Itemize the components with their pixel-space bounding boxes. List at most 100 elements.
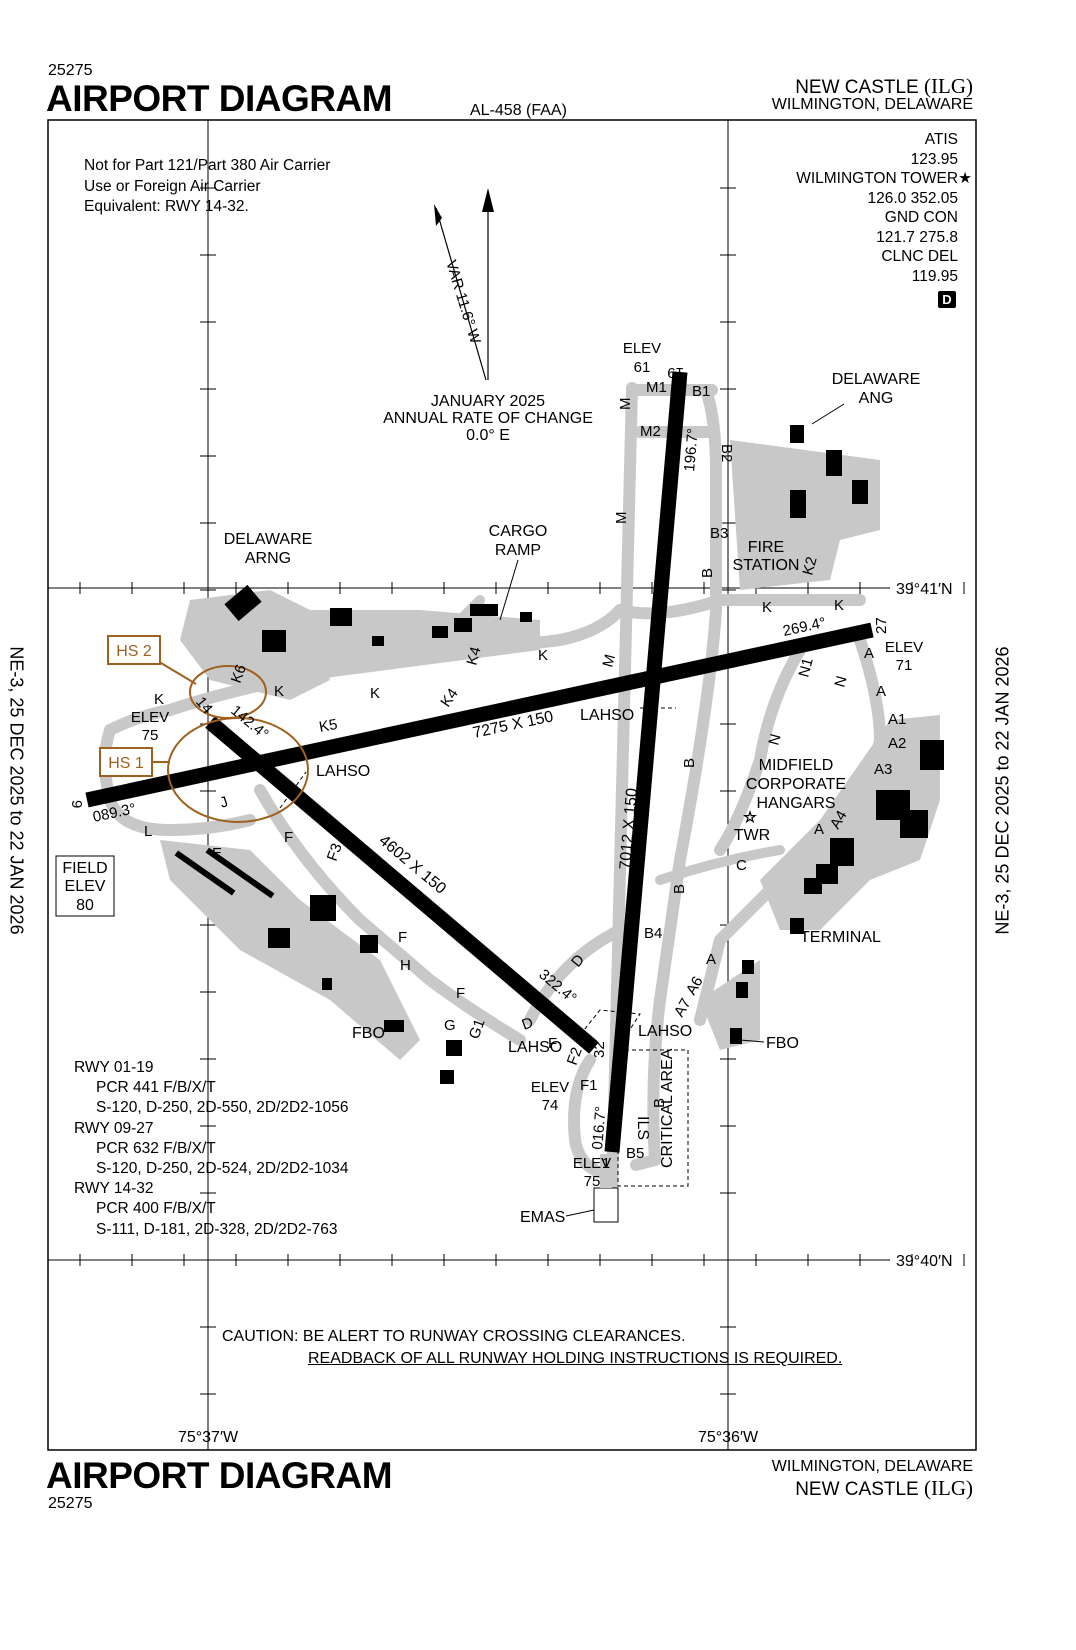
true-north-arrowhead bbox=[482, 188, 494, 212]
twy-m-south: M bbox=[599, 653, 619, 669]
building bbox=[310, 895, 336, 921]
restriction-note-line: Use or Foreign Air Carrier bbox=[84, 177, 261, 195]
hangar-row bbox=[205, 847, 275, 899]
emas-leader bbox=[565, 1209, 595, 1217]
rwy-1-heading: 016.7° bbox=[589, 1105, 610, 1150]
airport-name-bottom: NEW CASTLE (ILG) bbox=[795, 1476, 973, 1501]
hot-spot-2-label: HS 2 bbox=[116, 643, 152, 660]
twy-b4: B4 bbox=[644, 925, 662, 942]
rwy-19-heading: 196.7° bbox=[681, 427, 702, 472]
twy-b1: B1 bbox=[692, 383, 710, 400]
clearance-label: CLNC DEL bbox=[881, 248, 958, 265]
twy-b-ils: B bbox=[651, 1098, 668, 1108]
twy-m-mid: M bbox=[613, 512, 630, 525]
field-elev-line1: FIELD bbox=[62, 860, 107, 877]
lahso-rwy09 bbox=[279, 771, 307, 809]
twy-h: H bbox=[400, 957, 411, 974]
twy-k-east: K bbox=[762, 599, 772, 616]
twy-k5: K5 bbox=[318, 716, 339, 736]
pcr-value: PCR 632 F/B/X/T bbox=[96, 1139, 216, 1157]
taxiway-b5 bbox=[630, 1154, 661, 1171]
rwy-32-number: 32 bbox=[591, 1041, 608, 1058]
atis-label: ATIS bbox=[924, 131, 958, 148]
delaware-ang-line2: ANG bbox=[859, 390, 894, 407]
twy-a1: A1 bbox=[888, 711, 906, 728]
building bbox=[804, 878, 822, 894]
rwy1-elev-value: 75 bbox=[584, 1173, 601, 1190]
clearance-frequency: 119.95 bbox=[911, 267, 958, 285]
runway-01-19 bbox=[604, 371, 688, 1153]
midfield-line3: HANGARS bbox=[756, 795, 835, 812]
twy-b-north: B bbox=[699, 568, 716, 578]
apron-west bbox=[160, 840, 420, 1060]
chart-frame bbox=[47, 119, 977, 1451]
twy-b-south: B bbox=[671, 884, 688, 894]
emas-bed bbox=[593, 1187, 619, 1223]
procedure-number: AL-458 (FAA) bbox=[470, 102, 567, 119]
rwy27-elev-value: 71 bbox=[896, 657, 913, 674]
rwy-1-number: 1 bbox=[602, 1155, 610, 1172]
twy-a-south: A bbox=[706, 951, 716, 968]
taxiway-c bbox=[655, 845, 785, 885]
field-elev-box bbox=[55, 855, 115, 917]
caution-note: CAUTION: BE ALERT TO RUNWAY CROSSING CLE… bbox=[222, 1326, 842, 1370]
taxiway-f bbox=[254, 784, 526, 1046]
twy-f3: F3 bbox=[324, 841, 346, 863]
twy-j: J bbox=[218, 793, 231, 812]
building bbox=[852, 480, 868, 504]
lahso-rwy32 bbox=[575, 1009, 641, 1049]
rwy-27-number: 27 bbox=[873, 617, 890, 634]
ground-label: GND CON bbox=[884, 209, 958, 226]
twy-a-27: A bbox=[864, 645, 874, 662]
chart-title-top: AIRPORT DIAGRAM bbox=[46, 78, 393, 119]
airport-name-top: NEW CASTLE (ILG) bbox=[795, 74, 973, 99]
magnetic-rate-label: ANNUAL RATE OF CHANGE bbox=[383, 410, 593, 427]
building bbox=[790, 490, 806, 518]
twy-b2: B2 bbox=[718, 444, 735, 462]
cargo-ramp-line1: CARGO bbox=[489, 523, 548, 540]
tower-frequency: 126.0 352.05 bbox=[867, 189, 958, 207]
twy-a-mid: A bbox=[814, 821, 824, 838]
twy-a4: A4 bbox=[827, 808, 851, 832]
rwy19-elev-label: ELEV bbox=[623, 340, 661, 357]
hot-spot-2-box bbox=[107, 635, 161, 665]
twy-g: G bbox=[444, 1017, 456, 1034]
magnetic-north-line bbox=[435, 207, 487, 381]
ground-frequency: 121.7 275.8 bbox=[876, 228, 958, 246]
twy-a-north: A bbox=[876, 683, 886, 700]
caution-line-2: READBACK OF ALL RUNWAY HOLDING INSTRUCTI… bbox=[308, 1350, 843, 1367]
field-elev-line3: 80 bbox=[76, 897, 94, 914]
twy-k-far-west: K bbox=[154, 691, 164, 708]
pcr-notes: RWY 01-19 PCR 441 F/B/X/T S-120, D-250, … bbox=[74, 1058, 348, 1240]
airport-name: NEW CASTLE bbox=[795, 77, 919, 98]
twy-f-south: F bbox=[456, 985, 465, 1002]
city-state-bottom: WILMINGTON, DELAWARE bbox=[771, 1458, 973, 1475]
restriction-note-line: Not for Part 121/Part 380 Air Carrier bbox=[84, 157, 331, 174]
runway-09-27 bbox=[85, 622, 874, 808]
lahso-label-01: LAHSO bbox=[638, 1023, 692, 1040]
building bbox=[384, 1020, 404, 1032]
rwy14-elev-value: 75 bbox=[142, 727, 159, 744]
twy-b3: B3 bbox=[710, 525, 728, 542]
rwy19-elev-value: 61 bbox=[634, 359, 651, 376]
atis-frequency: 123.95 bbox=[910, 150, 958, 168]
pcr-value: PCR 400 F/B/X/T bbox=[96, 1200, 216, 1218]
tower-label: TWR bbox=[734, 827, 770, 844]
graticule bbox=[48, 120, 890, 1450]
delaware-ang-line1: DELAWARE bbox=[832, 371, 921, 388]
twy-b5: B5 bbox=[626, 1145, 644, 1162]
rwy-19-number: 19 bbox=[667, 364, 684, 381]
city-state-top: WILMINGTON, DELAWARE bbox=[771, 96, 973, 113]
twy-m-north: M bbox=[617, 398, 634, 411]
lahso-label-27: LAHSO bbox=[580, 707, 634, 724]
rwy32-elev-value: 74 bbox=[542, 1097, 559, 1114]
midfield-line2: CORPORATE bbox=[746, 776, 846, 793]
building bbox=[432, 626, 448, 638]
buildings bbox=[174, 425, 944, 1084]
twy-n-north: N bbox=[831, 674, 850, 689]
building bbox=[454, 618, 472, 632]
building bbox=[736, 982, 748, 998]
twy-k-west: K bbox=[274, 683, 284, 700]
hot-spot-1-ring bbox=[167, 717, 309, 823]
